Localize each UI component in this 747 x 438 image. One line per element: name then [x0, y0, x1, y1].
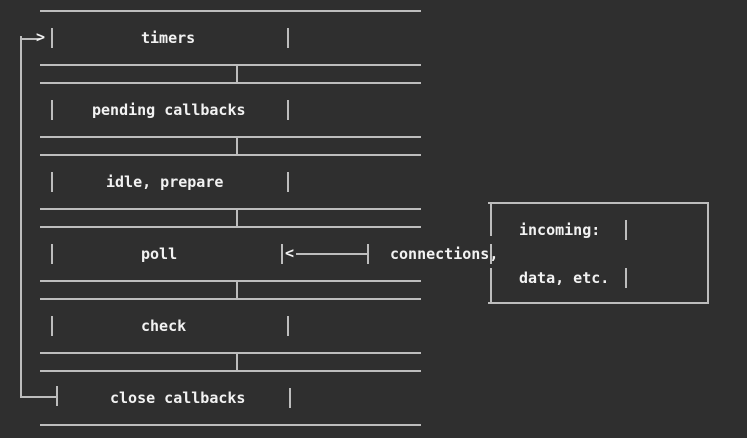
entry-arrow-shaft	[20, 38, 40, 40]
incoming-box-left-lower	[490, 268, 492, 304]
poll-box-top-tee	[236, 214, 238, 226]
pending-box-left	[51, 100, 53, 120]
idle-box-bottom	[40, 208, 421, 210]
incoming-box-left-mid	[490, 244, 492, 264]
pending-box-right	[287, 100, 289, 120]
close-box-bottom	[40, 424, 421, 426]
phase-label-timers: timers	[141, 29, 196, 47]
entry-arrow-head-icon: >	[36, 28, 46, 46]
incoming-box-top	[488, 202, 709, 204]
loop-return-shaft	[20, 396, 58, 398]
idle-box-top	[40, 154, 421, 156]
timers-box-top	[40, 10, 421, 12]
poll-box-left	[51, 244, 53, 264]
incoming-box-right-upper	[625, 220, 627, 240]
pending-box-top	[40, 82, 421, 84]
check-box-top-tee	[236, 286, 238, 298]
idle-box-top-tee	[236, 142, 238, 154]
incoming-box-right-lower	[625, 268, 627, 288]
timers-box-right	[287, 28, 289, 48]
pending-box-bottom	[40, 136, 421, 138]
incoming-box-bottom	[488, 302, 709, 304]
check-box-top	[40, 298, 421, 300]
incoming-arrow-tail-tick	[367, 244, 369, 264]
incoming-box-line1: incoming:	[519, 221, 601, 239]
phase-label-poll: poll	[141, 245, 178, 263]
idle-box-right	[287, 172, 289, 192]
close-box-top	[40, 370, 421, 372]
poll-box-bottom	[40, 280, 421, 282]
phase-label-close-callbacks: close callbacks	[110, 389, 246, 407]
phase-label-pending-callbacks: pending callbacks	[92, 101, 246, 119]
incoming-connections-label: connections,	[390, 245, 499, 263]
check-box-bottom	[40, 352, 421, 354]
incoming-box-line2: data, etc.	[519, 269, 610, 287]
loop-return-tick	[56, 386, 58, 406]
timers-box-bottom	[40, 64, 421, 66]
check-box-right	[287, 316, 289, 336]
phase-label-idle-prepare: idle, prepare	[106, 173, 224, 191]
incoming-arrow-head-icon: <	[285, 244, 295, 262]
timers-box-left	[51, 28, 53, 48]
close-box-top-tee	[236, 358, 238, 370]
loop-spine-vertical	[20, 36, 22, 398]
idle-box-left	[51, 172, 53, 192]
pending-box-top-tee	[236, 70, 238, 82]
poll-box-top	[40, 226, 421, 228]
check-box-left	[51, 316, 53, 336]
close-box-right	[289, 388, 291, 408]
incoming-arrow-shaft	[296, 253, 369, 255]
incoming-box-right-edge	[707, 202, 709, 304]
phase-label-check: check	[141, 317, 187, 335]
poll-box-right	[281, 244, 283, 264]
incoming-box-left-upper	[490, 202, 492, 236]
